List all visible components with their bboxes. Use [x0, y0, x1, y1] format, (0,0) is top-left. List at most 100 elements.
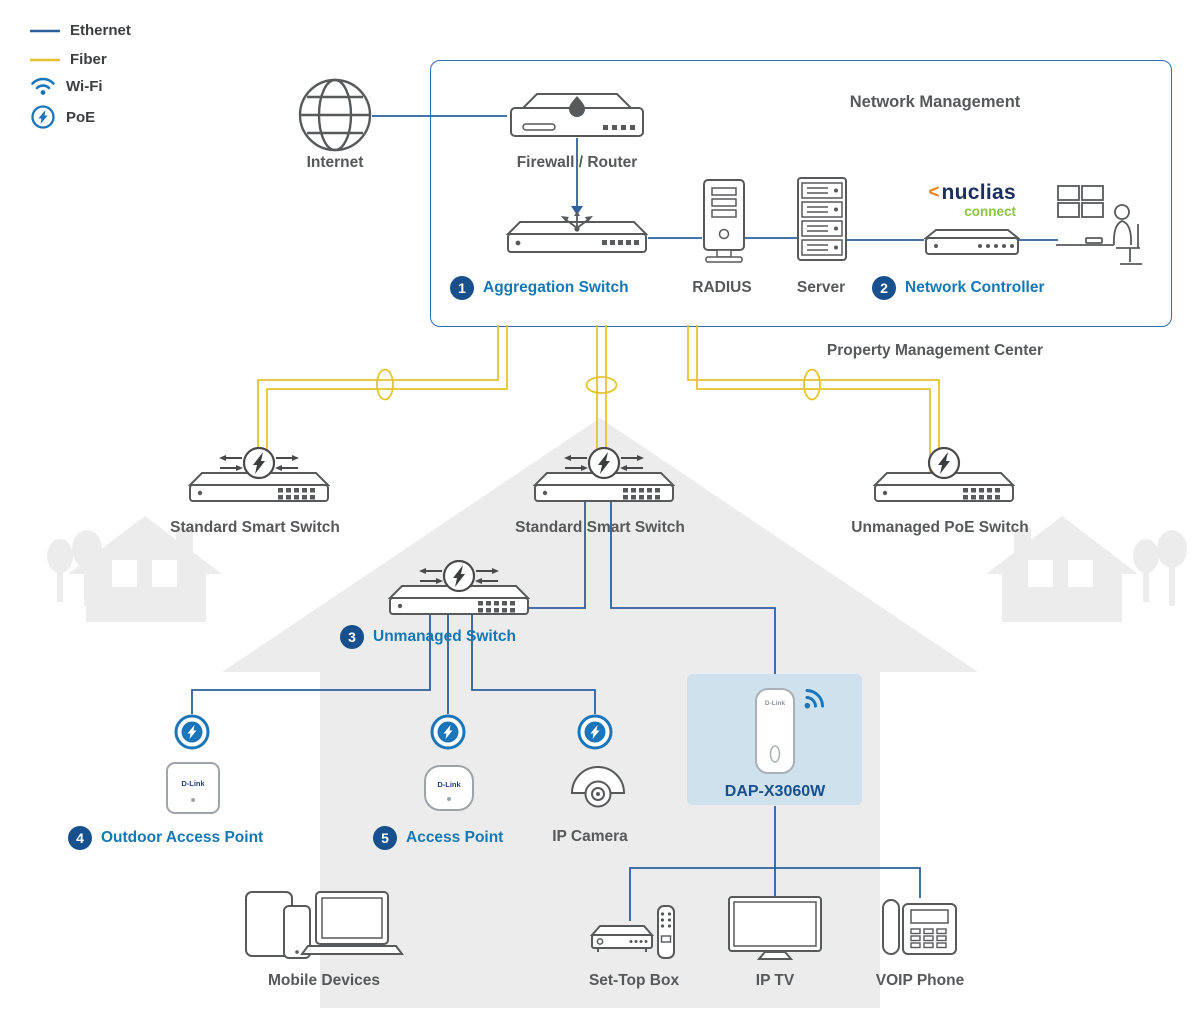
lightning-icon [38, 110, 48, 124]
outdoor-access-point-icon: D-Link [166, 762, 220, 814]
dap-node: D-Link [755, 688, 797, 778]
iptv-node [728, 896, 822, 962]
controller-switch-icon [924, 229, 1020, 255]
legend-ethernet: Ethernet [30, 22, 131, 39]
phone-icon [283, 905, 311, 959]
right-house-body [1002, 570, 1122, 622]
outdoor-ap-label: Outdoor Access Point [101, 829, 264, 846]
fiber-loop [585, 376, 618, 394]
smart-switch-center-label: Standard Smart Switch [515, 519, 685, 536]
radius-label: RADIUS [692, 279, 752, 296]
badge-5: 5 [373, 826, 397, 850]
internet-label: Internet [306, 154, 364, 171]
globe-icon [298, 78, 372, 152]
fiber-loop [803, 368, 821, 401]
keypad [910, 928, 947, 949]
iptv-label: IP TV [755, 972, 795, 989]
camera-label: IP Camera [552, 828, 628, 845]
dap-label: DAP-X3060W [724, 783, 826, 800]
device-brand: D-Link [765, 700, 786, 707]
legend-label: Wi-Fi [66, 77, 103, 95]
desk-phone-icon [882, 899, 957, 955]
controller-label: Network Controller [905, 279, 1045, 296]
tree-icon [47, 539, 73, 573]
legend-label: Fiber [70, 51, 107, 68]
fiber-loop [376, 368, 394, 401]
management-title: Network Management [849, 93, 1021, 111]
mobile-devices-icon [245, 891, 404, 959]
nuclias-chevron-icon: < [928, 182, 940, 203]
server-label: Server [796, 279, 846, 296]
nuclias-name: nuclias [941, 181, 1016, 204]
wifi-icon [31, 77, 55, 95]
badge-1: 1 [450, 276, 474, 300]
mobile-devices-label: Mobile Devices [268, 972, 380, 989]
server-rack-icon [797, 177, 847, 261]
unmanaged-switch-node [380, 560, 530, 616]
workstation-node [1056, 182, 1144, 270]
left-house-body [86, 570, 206, 622]
legend-label: PoE [66, 108, 96, 126]
smart-switch-center-node [525, 447, 675, 503]
access-point-label: Access Point [406, 829, 504, 846]
firewall-router-icon [510, 93, 644, 137]
settop-node [590, 904, 678, 962]
poe-badge-icon [577, 714, 613, 750]
aggregation-switch-icon [505, 211, 649, 253]
property-management-label: Property Management Center [826, 342, 1044, 359]
smart-switch-left-label: Standard Smart Switch [170, 519, 340, 536]
internet-node [297, 77, 373, 153]
legend-wifi: Wi-Fi [30, 76, 103, 96]
laptop-base [300, 945, 404, 955]
nuclias-logo: < nuclias connect [916, 182, 1016, 219]
aggregation-label: Aggregation Switch [483, 279, 629, 296]
dap-wifi [797, 682, 833, 714]
tree-icon [1157, 530, 1187, 568]
poe-switch-right-node [865, 447, 1015, 503]
camera-poe [576, 713, 614, 751]
unmanaged-caption: 3 Unmanaged Switch [340, 625, 516, 649]
nuclias-connect: connect [964, 204, 1016, 219]
voip-label: VOIP Phone [875, 972, 965, 989]
outdoor-ap-caption: 4 Outdoor Access Point [68, 826, 263, 850]
unmanaged-switch-icon [387, 560, 530, 615]
badge-3: 3 [340, 625, 364, 649]
network-controller-node [924, 228, 1020, 258]
legend-fiber: Fiber [30, 51, 107, 68]
poe-switch-right-label: Unmanaged PoE Switch [851, 519, 1029, 536]
poe-badge-icon [174, 714, 210, 750]
house-windows [112, 560, 1093, 587]
camera-node [569, 762, 627, 810]
ports [602, 240, 639, 245]
ports [603, 125, 635, 130]
device-brand: D-Link [181, 779, 205, 788]
poe-icon [31, 105, 55, 129]
outdoor-ap-node: D-Link [166, 762, 220, 818]
server-node [796, 176, 848, 264]
smart-switch-left-node [180, 447, 330, 503]
unmanaged-label: Unmanaged Switch [373, 628, 516, 645]
access-point-node: D-Link [424, 765, 474, 813]
remote-icon [657, 905, 675, 959]
badge-2: 2 [872, 276, 896, 300]
phone-screen [910, 909, 949, 924]
dap-device-icon: D-Link [755, 688, 795, 774]
access-point-caption: 5 Access Point [373, 826, 503, 850]
aggregation-switch-node [504, 210, 650, 256]
aggregation-caption: 1 Aggregation Switch [450, 276, 629, 300]
controller-caption: 2 Network Controller [872, 276, 1045, 300]
handset-icon [882, 899, 900, 955]
fiber-line-icon [30, 58, 60, 61]
badge-4: 4 [68, 826, 92, 850]
device-brand: D-Link [437, 780, 461, 789]
wifi-icon [804, 688, 825, 709]
dome-camera-icon [570, 766, 626, 808]
legend-poe: PoE [30, 104, 95, 130]
ethernet-line-icon [30, 29, 60, 32]
tv-icon [728, 896, 822, 960]
legend-label: Ethernet [70, 22, 131, 39]
uplink-hub-icon [564, 216, 590, 229]
poe-switch-icon [872, 447, 1015, 502]
poe-badge-icon [430, 714, 466, 750]
